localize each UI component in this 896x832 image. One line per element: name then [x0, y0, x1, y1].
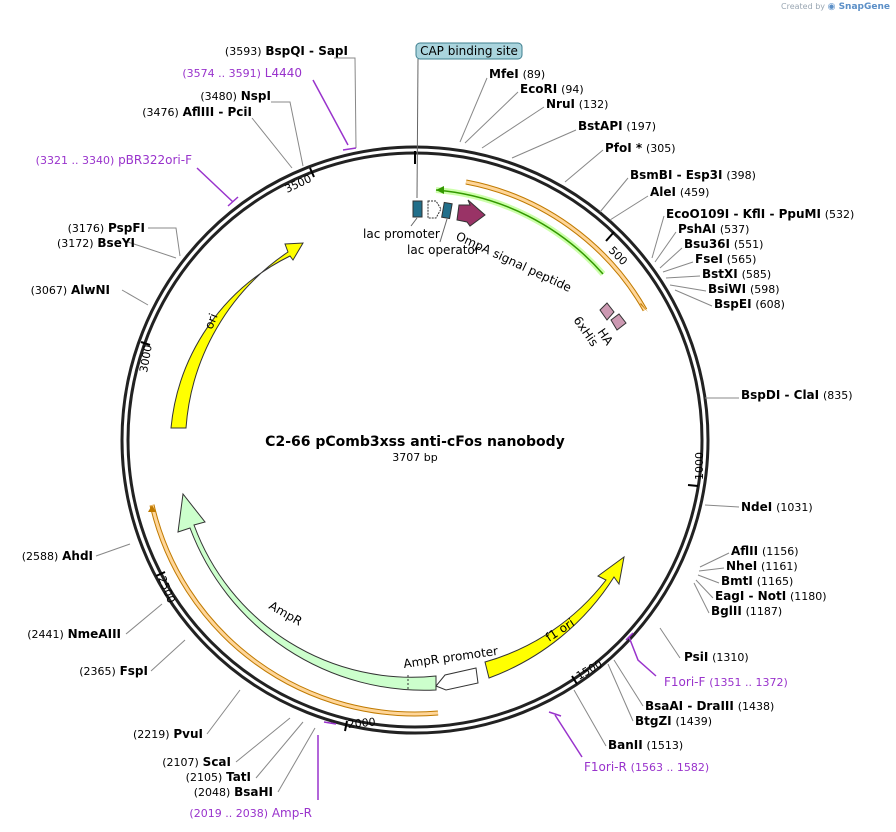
feature-ori-label: ori — [202, 311, 221, 331]
primer-f1ori-f[interactable]: F1ori-F (1351 .. 1372) — [664, 675, 788, 689]
feature-lac-promoter-arrow[interactable] — [427, 200, 442, 219]
enzyme-fsei[interactable]: FseI (565) — [695, 252, 756, 266]
feature-lac-operator-box-2[interactable] — [441, 201, 453, 220]
credit-brand: SnapGene — [838, 2, 890, 12]
enzyme-nhei[interactable]: NheI (1161) — [726, 559, 798, 573]
tick-1000 — [687, 484, 699, 487]
tick-label-2500: 2500 — [155, 574, 178, 605]
tick-label-1500: 1500 — [574, 657, 605, 682]
feature-ha-arrow[interactable] — [599, 302, 615, 321]
enzyme-bsiwi[interactable]: BsiWI (598) — [708, 282, 780, 296]
enzyme-banii[interactable]: BanII (1513) — [608, 738, 683, 752]
lac-promoter-leader — [410, 217, 418, 227]
enzyme-fspi[interactable]: (2365) FspI — [79, 664, 148, 678]
tick-label-2000: 2000 — [347, 716, 376, 731]
enzyme-ecori[interactable]: EcoRI (94) — [520, 82, 584, 96]
tick-label-3000: 3000 — [137, 344, 155, 374]
enzyme-nrui[interactable]: NruI (132) — [546, 97, 608, 111]
feature-lac-operator-label: lac operator — [407, 243, 480, 257]
annotation-arc-top-head — [640, 303, 648, 312]
tick-3000 — [140, 341, 151, 346]
enzyme-labels-left: (3593) BspQI - SapI (3480) NspI (3476) A… — [22, 44, 348, 799]
annotation-arc-bottom-fill — [150, 504, 439, 716]
feature-ampr-arrow[interactable] — [177, 492, 437, 691]
signal-arc-green-line — [435, 189, 604, 275]
feature-ampr-promoter-arrow[interactable] — [435, 667, 479, 691]
enzyme-bsaai[interactable]: BsaAI - DraIII (1438) — [645, 699, 774, 713]
feature-ompa-arrow[interactable] — [456, 199, 486, 227]
primer-labels: (3574 .. 3591) L4440 (3321 .. 3340) pBR3… — [36, 66, 788, 820]
enzyme-bmti[interactable]: BmtI (1165) — [721, 574, 793, 588]
signal-arc-green-head — [436, 186, 444, 194]
backbone-outer — [120, 145, 710, 735]
tick-2500 — [155, 571, 166, 577]
feature-lac-promoter-label: lac promoter — [363, 227, 440, 241]
enzyme-nspi[interactable]: (3480) NspI — [200, 89, 271, 103]
feature-ampr-label: AmpR — [267, 598, 305, 628]
enzyme-bsahi[interactable]: (2048) BsaHI — [194, 785, 273, 799]
enzyme-bseyi[interactable]: (3172) BseYI — [57, 236, 135, 250]
tick-1500 — [571, 675, 578, 685]
enzyme-afliii[interactable]: (3476) AflIII - PciI — [142, 105, 252, 119]
enzyme-bstxi[interactable]: BstXI (585) — [702, 267, 771, 281]
enzyme-bsmbi[interactable]: BsmBI - Esp3I (398) — [630, 168, 756, 182]
snapgene-logo: ◉ SnapGene — [827, 2, 890, 12]
enzyme-scai[interactable]: (2107) ScaI — [162, 755, 231, 769]
feature-ori-arrow[interactable] — [170, 242, 304, 429]
enzyme-ndei[interactable]: NdeI (1031) — [741, 500, 813, 514]
enzyme-leaders-left — [95, 57, 357, 793]
enzyme-labels-right: MfeI (89) EcoRI (94) NruI (132) BstAPI (… — [489, 67, 854, 752]
credit-prefix: Created by — [781, 2, 826, 11]
snapgene-credit: Created by ◉ SnapGene — [781, 2, 890, 12]
feature-lac-operator-box-1[interactable] — [412, 200, 423, 218]
enzyme-nmeaiii[interactable]: (2441) NmeAIII — [27, 627, 121, 641]
feature-ampr-promoter-label: AmpR promoter — [402, 644, 498, 671]
plasmid-name: C2-66 pComb3xss anti-cFos nanobody — [265, 434, 565, 450]
cap-site-leader — [416, 58, 419, 199]
enzyme-mfei[interactable]: MfeI (89) — [489, 67, 545, 81]
cap-site-box[interactable] — [415, 42, 523, 60]
feature-ompa-label: OmpA signal peptide — [454, 229, 574, 295]
enzyme-pshai[interactable]: PshAI (537) — [678, 222, 749, 236]
enzyme-psii[interactable]: PsiI (1310) — [684, 650, 749, 664]
tick-500 — [605, 231, 615, 242]
enzyme-bspqi[interactable]: (3593) BspQI - SapI — [225, 44, 348, 58]
tick-3500 — [309, 167, 315, 178]
enzyme-bstapi[interactable]: BstAPI (197) — [578, 119, 656, 133]
lac-operator-leader — [439, 218, 448, 243]
enzyme-btgzi[interactable]: BtgZI (1439) — [635, 714, 712, 728]
annotation-arc-bottom-head — [148, 505, 156, 512]
enzyme-bspdi[interactable]: BspDI - ClaI (835) — [741, 388, 853, 402]
cap-site-label: CAP binding site — [420, 44, 518, 58]
primer-marks — [196, 79, 657, 800]
enzyme-bglii[interactable]: BglII (1187) — [711, 604, 782, 618]
primer-l4440[interactable]: (3574 .. 3591) L4440 — [182, 66, 302, 80]
enzyme-bspei[interactable]: BspEI (608) — [714, 297, 785, 311]
primer-pbr322ori-f[interactable]: (3321 .. 3340) pBR322ori-F — [36, 153, 192, 167]
enzyme-tati[interactable]: (2105) TatI — [186, 770, 251, 784]
enzyme-bsu36i[interactable]: Bsu36I (551) — [684, 237, 763, 251]
primer-amp-r[interactable]: (2019 .. 2038) Amp-R — [189, 806, 312, 820]
feature-f1ori-label: f1 ori — [543, 616, 577, 645]
enzyme-leaders-right — [459, 77, 740, 747]
annotation-arc-top-fill — [465, 180, 647, 311]
tick-marks — [140, 151, 699, 732]
enzyme-aflii[interactable]: AflII (1156) — [731, 544, 799, 558]
enzyme-pfoi[interactable]: PfoI * (305) — [605, 141, 676, 155]
enzyme-alwni[interactable]: (3067) AlwNI — [31, 283, 110, 297]
primer-f1ori-r[interactable]: F1ori-R (1563 .. 1582) — [584, 760, 709, 774]
tick-2000 — [344, 720, 348, 732]
enzyme-eagi[interactable]: EagI - NotI (1180) — [715, 589, 827, 603]
enzyme-pvui[interactable]: (2219) PvuI — [133, 727, 203, 741]
feature-f1ori-arrow[interactable] — [484, 555, 625, 679]
enzyme-pspfi[interactable]: (3176) PspFI — [68, 221, 145, 235]
enzyme-alei[interactable]: AleI (459) — [650, 185, 709, 199]
enzyme-ahdi[interactable]: (2588) AhdI — [22, 549, 93, 563]
tick-label-1000: 1000 — [693, 452, 706, 480]
plasmid-length: 3707 bp — [392, 451, 437, 464]
feature-6xhis-arrow[interactable] — [610, 313, 627, 331]
enzyme-ecoo109i[interactable]: EcoO109I - KflI - PpuMI (532) — [666, 207, 854, 221]
